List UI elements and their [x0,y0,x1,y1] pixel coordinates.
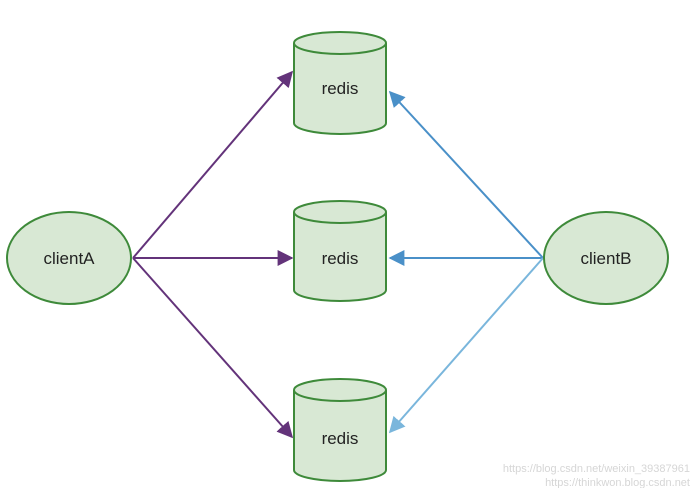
edge-clientb-redis-top [388,90,544,259]
redis-top-label: redis [322,79,359,98]
redis-node-bottom: redis [293,378,387,482]
client-a-label: clientA [43,249,95,268]
redis-middle-label: redis [322,249,359,268]
client-b-node: clientB [543,211,669,305]
redis-bottom-label: redis [322,429,359,448]
edge-clienta-redis-top [132,70,294,259]
watermark-line-1: https://blog.csdn.net/weixin_39387961 [503,463,690,475]
redis-node-top: redis [293,31,387,135]
redis-node-middle: redis [293,200,387,302]
edge-clientb-redis-bottom [388,257,544,434]
watermark-line-2: https://thinkwon.blog.csdn.net [545,477,690,488]
edge-clienta-redis-bottom [132,257,294,439]
client-a-node: clientA [6,211,132,305]
client-b-label: clientB [580,249,631,268]
